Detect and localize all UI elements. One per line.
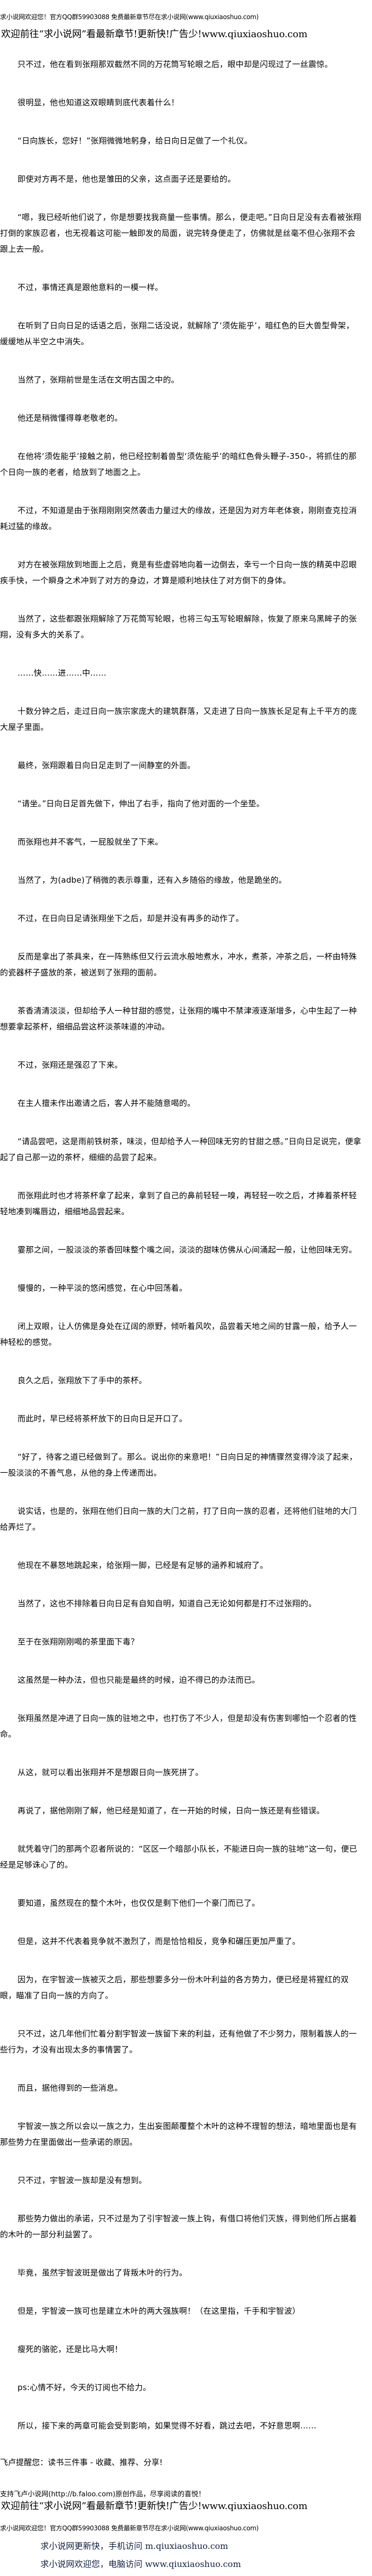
chapter-paragraph: 当然了，这些都跟张翔解除了万花筒写轮眼，也将三勾玉写轮眼解除，恢复了原来乌黑眸子… — [0, 614, 357, 639]
chapter-paragraph: “请坐。”日向日足首先做下，伸出了右手，指向了他对面的一个坐垫。 — [18, 799, 265, 808]
chapter-paragraph: 反而是拿出了茶具来，在一阵熟练但又行云流水般地煮水，冲水，煮茶，冲茶之后，一杯由… — [0, 952, 357, 977]
chapter-paragraph: 只不过，宇智波一族却是没有想到。 — [18, 2176, 147, 2185]
promo-banner-top: 欢迎前往“求小说网”看最新章节!更新快!广告少!www.qiuxiaoshuo.… — [1, 29, 308, 40]
chapter-paragraph: “好了，待客之道已经做到了。那么。说出你的来意吧！”日向日足的神情骤然变得冷淡了… — [0, 1452, 358, 1478]
chapter-content: 只不过，他在看到张翔那双截然不同的万花筒写轮眼之后，眼中却是闪现过了一丝震惊。很… — [0, 56, 372, 2434]
chapter-paragraph: 不过，事情还真是跟他意料的一模一样。 — [18, 283, 163, 292]
chapter-paragraph: 最终，张翔跟着日向日足走到了一间静室的外面。 — [18, 761, 196, 770]
chapter-paragraph: 不过，不知道是由于张翔刚刚突然袭击力量过大的缘故，还是因为对方年老体衰，刚刚查克… — [0, 506, 357, 531]
site-notice-top: 求小说网欢迎您！官方QQ群59903088 免费最新章节尽在求小说网(www.q… — [0, 13, 259, 21]
chapter-paragraph: ps:心情不好，今天的订阅也不给力。 — [18, 2383, 151, 2392]
chapter-paragraph: 但是，宇智波一族可也是建立木叶的两大强族啊！（在这里指，千手和宇智波） — [18, 2306, 301, 2316]
chapter-paragraph: 张翔虽然是冲进了日向一族的驻地之中，也打伤了不少人，但是却没有伤害到哪怕一个忍者… — [0, 1713, 357, 1739]
chapter-paragraph: 而张翔此时也才将茶杯拿了起来，拿到了自己的鼻前轻轻一嗅，再轻轻一吹之后，才捧着茶… — [0, 1191, 357, 1216]
promo-banner-bottom: 欢迎前往“求小说网”看最新章节!更新快!广告少!www.qiuxiaoshuo.… — [1, 2501, 308, 2512]
chapter-paragraph: 不过，在日向日足请张翔坐下之后，却是并没有再多的动作了。 — [18, 914, 244, 923]
chapter-paragraph: 毕竟，虽然宇智波斑是做出了背叛木叶的行为。 — [18, 2268, 188, 2278]
chapter-paragraph: 从这，就可以看出张翔并不是想跟日向一族死拼了。 — [18, 1768, 204, 1777]
chapter-paragraph: 闭上双眼，让人仿佛是身处在辽阔的原野，倾听着风吹，品尝着天地之间的甘露一般，给予… — [0, 1321, 357, 1347]
chapter-paragraph: 即使对方再不是，他也是雏田的父亲，这点面子还是要给的。 — [18, 174, 236, 184]
chapter-paragraph: 要知道，虽然现在的整个木叶，也仅仅是剩下他们一个豪门而已了。 — [18, 1898, 260, 1908]
chapter-paragraph: 他现在不暴怒地跳起来，给张翔一脚，已经是有足够的涵养和城府了。 — [18, 1560, 268, 1570]
chapter-paragraph: 在听到了日向日足的话语之后，张翔二话没说，就解除了‘须佐能乎’，暗红色的巨大兽型… — [0, 321, 354, 346]
pc-visit-link[interactable]: 求小说网欢迎您，电脑访问 www.qiuxiaoshuo.com — [40, 2559, 241, 2569]
reading-reminder: 飞卢提醒您：读书三件事 - 收藏、推荐、分享! — [0, 2458, 163, 2467]
chapter-paragraph: 良久之后，张翔放下了手中的茶杯。 — [18, 1376, 147, 1385]
chapter-paragraph: 在他将‘须佐能乎’接触之前，他已经控制着兽型‘须佐能乎’的暗红色骨头鞭子-350… — [0, 451, 357, 477]
chapter-paragraph: 而且，据他得到的一些消息。 — [18, 2083, 123, 2093]
chapter-paragraph: 至于在张翔刚刚喝的茶里面下毒？ — [18, 1637, 139, 1647]
mobile-visit-link[interactable]: 求小说网更新快，手机访问 m.qiuxiaoshuo.com — [40, 2541, 229, 2551]
chapter-paragraph: 就凭着守门的那两个忍者所说的：“区区一个暗部小队长，不能进日向一族的驻地”这一句… — [0, 1844, 358, 1870]
chapter-paragraph: 不过，张翔还是强忍了下来。 — [18, 1060, 123, 1070]
chapter-paragraph: 对方在被张翔放到地面上之后，竟是有些虚弱地向着一边倒去，幸亏一个日向一族的精英中… — [0, 560, 357, 585]
site-notice-bottom: 求小说网欢迎您！官方QQ群59903088 免费最新章节尽在求小说网(www.q… — [0, 2524, 259, 2532]
support-notice: 支持飞卢小说网(http://b.faloo.com)原创作品，尽享阅读的喜悦！ — [0, 2490, 206, 2498]
chapter-paragraph: 慢慢的，一种平淡的悠闲感觉，在心中回荡着。 — [18, 1283, 188, 1293]
chapter-paragraph: 而张翔也并不客气，一屁股就坐了下来。 — [18, 837, 163, 847]
chapter-paragraph: 在主人擅未作出邀请之后，客人并不能随意喝的。 — [18, 1098, 196, 1108]
chapter-paragraph: 那些势力做出的承诺，只不过是为了引宇智波一族上钩，有借口将他们灭族，得到他们所占… — [0, 2214, 357, 2239]
chapter-paragraph: 只不过，这几年他们忙着分割宇智波一族留下来的利益，还有他做了不少努力，限制着族人… — [0, 2029, 357, 2054]
chapter-paragraph: 但是，这并不代表着竞争就不激烈了，而是恰恰相反，竞争和碾压更加严重了。 — [18, 1937, 301, 1946]
chapter-paragraph: 因为，在宇智波一族被灭之后，那些想要多分一份木叶利益的各方势力，便已经是将猩红的… — [0, 1975, 349, 2000]
chapter-paragraph: 瘦死的骆驼，还是比马大啊！ — [18, 2344, 123, 2354]
chapter-paragraph: 当然了，张翔前世是生活在文明古国之中的。 — [18, 375, 180, 385]
chapter-paragraph: 他还是稍微懂得尊老敬老的。 — [18, 413, 123, 423]
chapter-paragraph: ……快……进……中…… — [18, 668, 107, 678]
chapter-paragraph: “请品尝吧，这是雨前铁树茶，味淡，但却给予人一种回味无穷的甘甜之感。”日向日足说… — [0, 1137, 361, 1162]
chapter-paragraph: 所以，接下来的两章可能会受到影响，如果觉得不好看，跳过去吧，不好意思啊…… — [18, 2421, 317, 2430]
chapter-paragraph: “嗯，我已经听他们说了，你是想要找我商量一些事情。那么，便走吧。”日向日足没有去… — [0, 212, 361, 254]
chapter-paragraph: 说实话，也是的，张翔在他们日向一族的大门之前，打了日向一族的忍者，还将他们驻地的… — [0, 1506, 357, 1532]
chapter-paragraph: 当然了，这也不排除着日向日足有自知自明，知道自己无论如何都是打不过张翔的。 — [18, 1599, 317, 1608]
chapter-paragraph: 只不过，他在看到张翔那双截然不同的万花筒写轮眼之后，眼中却是闪现过了一丝震惊。 — [18, 59, 333, 69]
chapter-paragraph: 再说了，据他刚刚了解，他已经是知道了，在一开始的时候，日向一族还是有些错误。 — [18, 1806, 325, 1815]
chapter-paragraph: 这虽然是一种办法，但也只能是最终的时候，迫不得已的办法而已。 — [18, 1675, 260, 1685]
chapter-paragraph: 十数分钟之后，走过日向一族宗家庞大的建筑群落，又走进了日向一族族长足足有上千平方… — [0, 706, 357, 732]
chapter-paragraph: 很明显，他也知道这双眼睛到底代表着什么！ — [18, 98, 180, 107]
chapter-paragraph: 而此时，早已经将茶杯放下的日向日足开口了。 — [18, 1414, 188, 1423]
chapter-paragraph: 霎那之间，一股淡淡的茶香回味整个嘴之间，淡淡的甜味仿佛从心间涌起一般，让他回味无… — [18, 1245, 357, 1255]
chapter-paragraph: 茶香清清淡淡，但却给予人一种甘甜的感觉，让张翔的嘴中不禁津液逐渐增多，心中生起了… — [0, 1006, 357, 1031]
chapter-paragraph: 宇智波一族之所以会以一族之力，生出妄图颠覆整个木叶的这种不理智的想法，暗地里面也… — [0, 2121, 357, 2147]
chapter-paragraph: 当然了，为(adbe)了稍微的表示尊重，还有入乡随俗的缘故，他是跪坐的。 — [18, 875, 287, 885]
chapter-paragraph: “日向族长，您好！”张翔微微地躬身，给日向日足做了一个礼仪。 — [18, 136, 252, 146]
